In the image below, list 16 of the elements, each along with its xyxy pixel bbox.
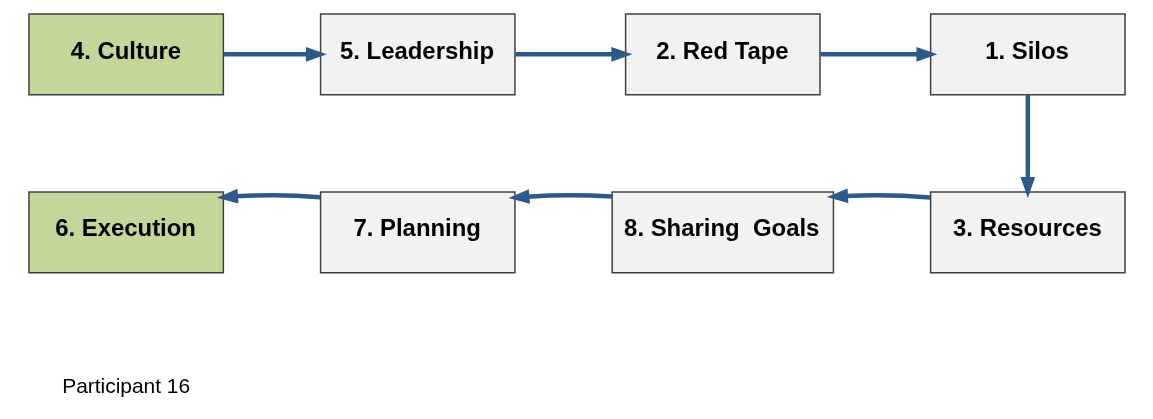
- node-box: 4. Culture: [27, 13, 224, 96]
- node-box: 7. Planning: [319, 191, 516, 274]
- node-box: 1. Silos: [929, 13, 1126, 96]
- arrow: [216, 188, 320, 204]
- node-box: 3. Resources: [929, 191, 1126, 274]
- label: Participant 16: [61, 374, 190, 398]
- node-box: 2. Red Tape: [624, 13, 821, 96]
- arrow: [819, 47, 937, 62]
- node-box: 5. Leadership: [319, 13, 516, 96]
- node-box: 8. Sharing Goals: [610, 191, 834, 274]
- arrow: [507, 189, 612, 204]
- arrow: [514, 47, 632, 62]
- arrow: [223, 47, 327, 62]
- arrow: [1019, 95, 1035, 199]
- arrow: [826, 188, 930, 204]
- node-box: 6. Execution: [27, 191, 224, 274]
